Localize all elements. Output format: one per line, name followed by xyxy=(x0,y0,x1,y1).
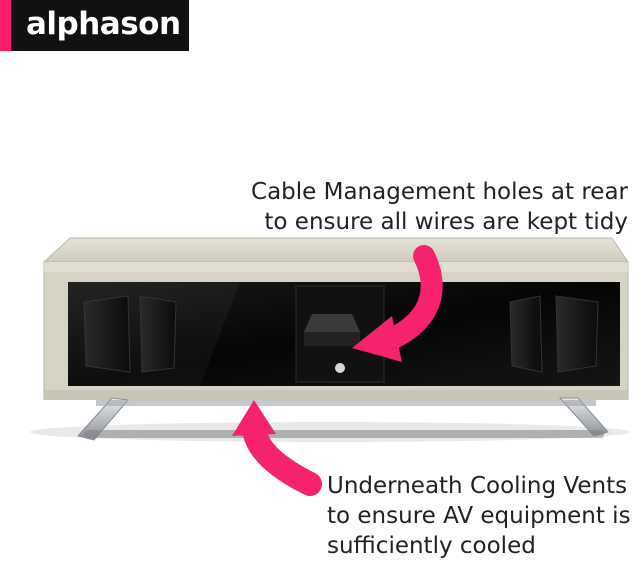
cable-management-callout: Cable Management holes at rear to ensure… xyxy=(251,177,628,237)
left-speaker-vents xyxy=(83,295,177,373)
callout-line: Cable Management holes at rear xyxy=(251,179,628,205)
callout-line: sufficiently cooled xyxy=(327,533,536,559)
brand-logo: alphason xyxy=(0,0,189,51)
callout-line: Underneath Cooling Vents xyxy=(327,473,628,499)
cooling-vents-callout: Underneath Cooling Vents to ensure AV eq… xyxy=(327,471,631,561)
chrome-legs xyxy=(77,397,609,441)
logo-accent-bar xyxy=(0,0,11,51)
cable-management-arrow-icon xyxy=(352,245,443,362)
callout-line: to ensure all wires are kept tidy xyxy=(264,209,628,235)
ir-receiver-icon xyxy=(335,363,345,373)
cooling-vents-arrow-icon xyxy=(232,400,322,496)
logo-text: alphason xyxy=(26,6,181,42)
center-compartment xyxy=(295,285,385,383)
right-speaker-vents xyxy=(509,295,599,373)
callout-line: to ensure AV equipment is xyxy=(327,503,631,529)
